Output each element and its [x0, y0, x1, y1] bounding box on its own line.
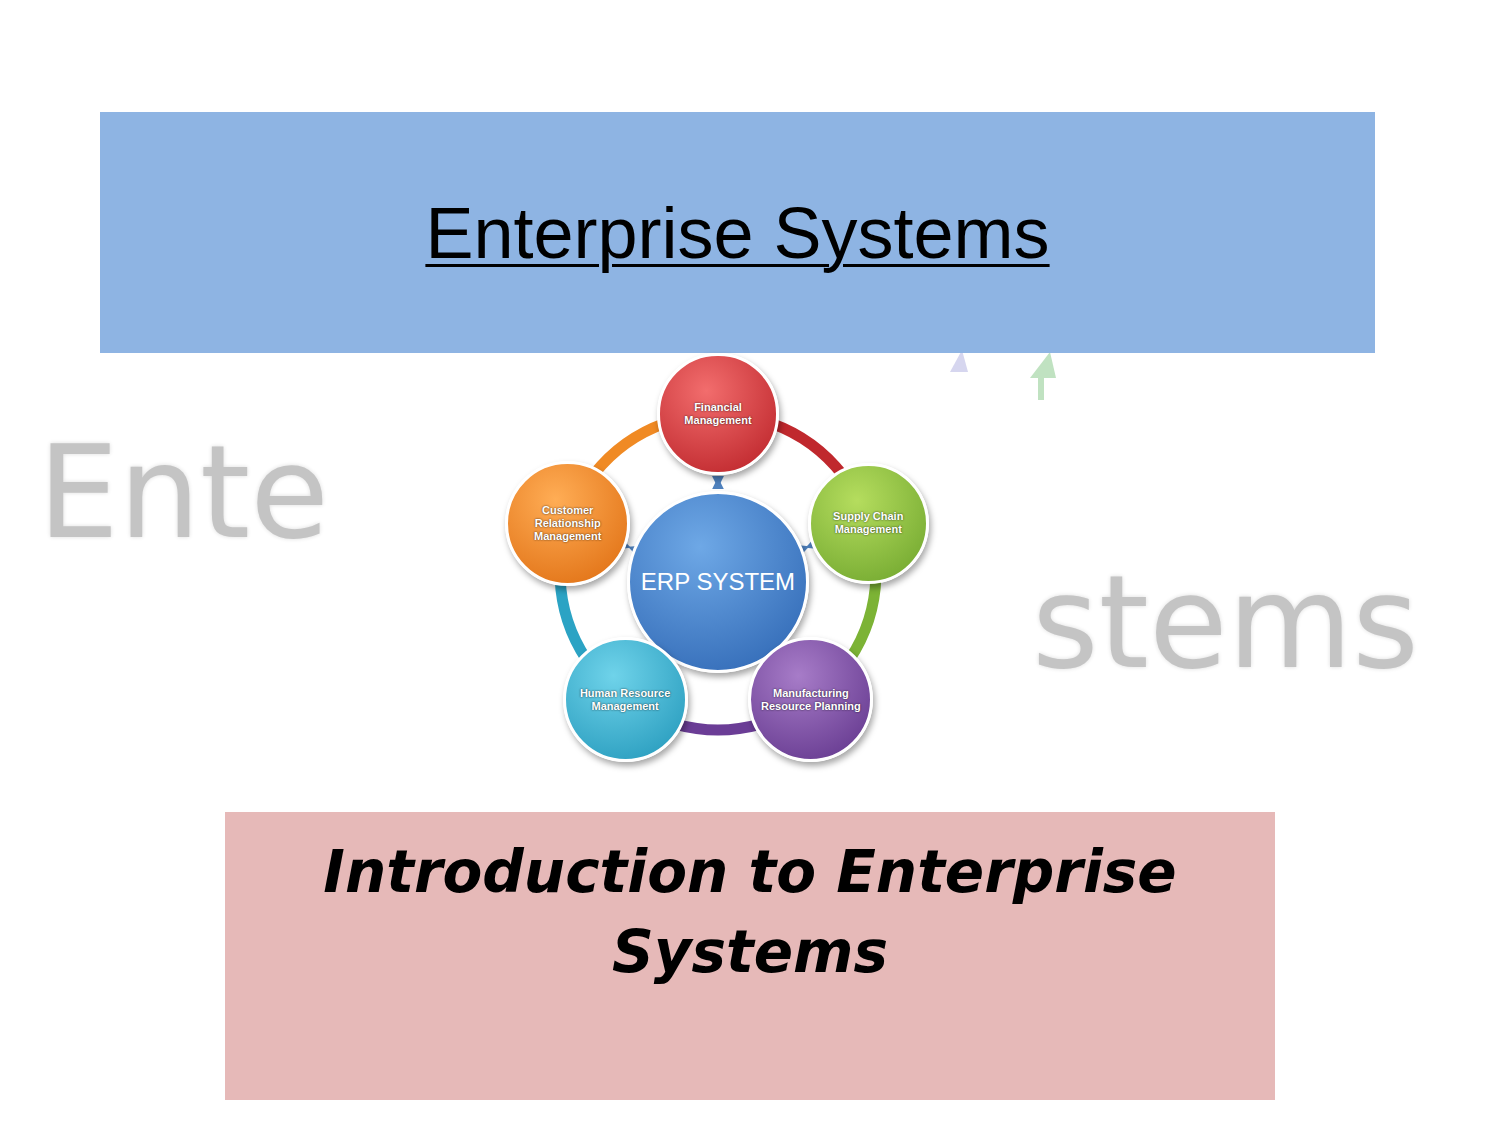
caption-band: Introduction to Enterprise Systems [225, 812, 1275, 1100]
double-arrow [807, 546, 808, 549]
module-circle: Manufacturing Resource Planning [748, 637, 873, 762]
circle-label: ERP SYSTEM [633, 566, 803, 598]
faded-arrow-stem [1038, 378, 1044, 400]
module-circle: Customer Relationship Management [505, 461, 630, 586]
faded-arrow [950, 350, 968, 372]
title-band: Enterprise Systems [100, 112, 1375, 353]
watermark-text: Ente [38, 418, 329, 567]
double-arrow [717, 479, 719, 487]
ring-arc [560, 579, 586, 660]
double-arrow [628, 546, 630, 548]
circle-label: Manufacturing Resource Planning [751, 687, 870, 713]
module-circle: Human Resource Management [563, 637, 688, 762]
watermark-text: stems [1032, 548, 1419, 697]
ring-arc [594, 423, 664, 474]
module-circle: Supply Chain Management [808, 463, 929, 584]
ring-arc [675, 724, 760, 730]
slide-title: Enterprise Systems [425, 192, 1049, 274]
slide-subtitle: Introduction to Enterprise Systems [225, 812, 1275, 992]
faded-arrows [950, 350, 1056, 400]
module-circle: Financial Management [657, 353, 778, 474]
circle-label: Supply Chain Management [811, 510, 926, 536]
circle-label: Human Resource Management [566, 687, 685, 713]
ring-arc [850, 577, 876, 660]
faded-arrow [1030, 352, 1056, 378]
circle-label: Customer Relationship Management [508, 504, 627, 543]
ring-arc [771, 423, 842, 475]
circle-label: Financial Management [660, 401, 775, 427]
